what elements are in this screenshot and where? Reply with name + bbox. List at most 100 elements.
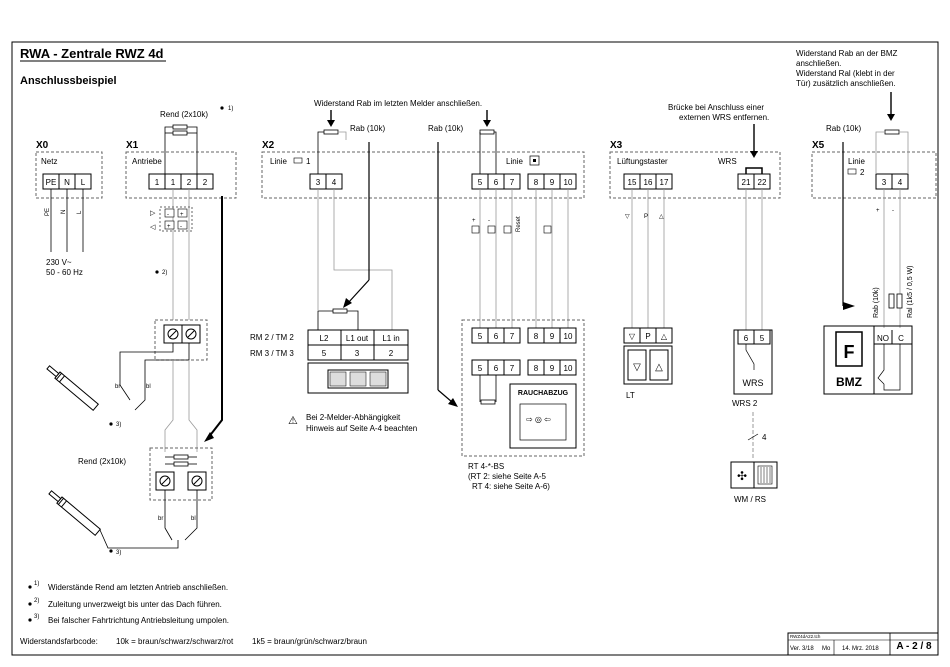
rt-terminals-top: 5 6 7 8 9 10 (471, 327, 577, 344)
color-code-1k5: 1k5 = braun/grün/schwarz/braun (252, 637, 367, 646)
rm-col-l1-out: L1 out (346, 334, 369, 343)
svg-text:◁: ◁ (150, 224, 156, 231)
x1-sup3b: 3) (116, 550, 121, 556)
rm-num-2: 2 (389, 349, 394, 358)
rab-last-note: Widerstand Rab im letzten Melder anschli… (314, 99, 482, 108)
x2-terminal-4: 4 (332, 178, 337, 187)
x2-minus: - (488, 218, 490, 224)
wrs-inner-label: WRS (743, 378, 764, 388)
x5-box (811, 151, 937, 199)
svg-text:△: △ (655, 362, 663, 373)
x2-terminal-5: 5 (478, 178, 483, 187)
rt-bottom-8: 8 (534, 364, 539, 373)
x0-terminals: PE N L (42, 173, 92, 190)
x2-linie1: Linie (270, 157, 287, 166)
page-subtitle: Anschlussbeispiel (20, 75, 117, 87)
x2-linie1-num: 1 (306, 157, 311, 166)
rt-bottom-7: 7 (510, 364, 515, 373)
rm-col-l2: L2 (320, 334, 329, 343)
x5-ral-vertical: Ral (1k5 / 0,5 W) (907, 265, 914, 318)
x5-terminal-4: 4 (898, 178, 903, 187)
x1-sup2: 2) (162, 270, 167, 276)
svg-text:+: + (180, 212, 184, 218)
x2-right-terminals: 5 6 7 8 9 10 (471, 173, 577, 190)
wrs-wire-count: 4 (762, 433, 767, 442)
titleblock-day: Mo (822, 646, 831, 652)
rend-1-resistors (164, 124, 198, 174)
wrs2-label: WRS 2 (732, 399, 758, 408)
x3-terminal-15: 15 (628, 178, 637, 187)
x5-terminals: 3 4 (875, 173, 909, 190)
x0-wire-pe: PE (45, 208, 51, 216)
svg-text:✣: ✣ (737, 469, 747, 483)
x3-wrs-label: WRS (718, 157, 737, 166)
rt-top-10: 10 (564, 332, 573, 341)
x2-terminal-6: 6 (494, 178, 499, 187)
hint-line-2: Hinweis auf Seite A-4 beachten (306, 424, 417, 433)
x2-left-terminals: 3 4 (309, 173, 343, 190)
x2-terminal-10: 10 (564, 178, 573, 187)
x0-terminal-n: N (64, 178, 70, 187)
wrs-box-5: 5 (760, 334, 765, 343)
rauchabzug-panel: RAUCHABZUG ⇨ ◎ ⇦ (509, 383, 577, 449)
svg-text:▽: ▽ (625, 214, 630, 220)
rt-top-9: 9 (550, 332, 555, 341)
title-block-frame (787, 632, 939, 656)
rt-top-6: 6 (494, 332, 499, 341)
actuator-2-icon (48, 490, 102, 536)
lt-button-icon: ▽ P △ ▽△ (623, 327, 673, 385)
rt-top-7: 7 (510, 332, 515, 341)
footnote-1: Widerstände Rend am letzten Antrieb ansc… (48, 583, 228, 592)
rend-2-resistors (165, 454, 197, 467)
footnote-3-sup: 3) (34, 614, 39, 620)
rt-note-2: RT 4: siehe Seite A-6) (472, 482, 550, 491)
x2-terminal-8: 8 (534, 178, 539, 187)
rend-1-label: Rend (2x10k) (160, 110, 208, 119)
bmz-no: NO (877, 334, 889, 343)
bmz-note-2: anschließen. (796, 59, 841, 68)
footnote-1-sup: 1) (34, 581, 39, 587)
svg-text:△: △ (659, 214, 664, 220)
smoke-detector-icon (307, 362, 409, 394)
svg-text:▽: ▽ (633, 362, 641, 373)
x1-sup3: 3) (116, 422, 121, 428)
wm-rs-label: WM / RS (734, 495, 766, 504)
x1-wire-bl2: bl (191, 516, 196, 522)
rt-bottom-10: 10 (564, 364, 573, 373)
x0-terminal-l: L (81, 178, 86, 187)
x1-wire-bl: bl (146, 384, 151, 390)
x0-wire-l: L (77, 210, 83, 214)
x5-plus: + (876, 208, 880, 214)
sheet-frame (11, 41, 939, 656)
titleblock-page: A - 2 / 8 (896, 641, 932, 652)
x1-terminal-2a: 2 (187, 178, 192, 187)
x3-wrs-terminals: 21 22 (737, 167, 771, 190)
x3-terminal-22: 22 (758, 178, 767, 187)
x3-id: X3 (610, 140, 623, 151)
x5-rab-vertical: Rab (10k) (873, 287, 880, 318)
rt-bottom-5: 5 (478, 364, 483, 373)
rab-x5: Rab (10k) (826, 124, 861, 133)
svg-text:▽: ▽ (629, 332, 636, 341)
x3-box (609, 151, 781, 199)
svg-text:+: + (167, 224, 171, 230)
x0-box (35, 151, 103, 199)
color-code-10k: 10k = braun/schwarz/schwarz/rot (116, 637, 234, 646)
x0-label: Netz (41, 157, 57, 166)
rt-top-8: 8 (534, 332, 539, 341)
x5-id: X5 (812, 140, 825, 151)
x1-terminal-2b: 2 (203, 178, 208, 187)
titleblock-version: Ver. 3/18 (790, 646, 814, 652)
x2-id: X2 (262, 140, 275, 151)
x3-terminal-17: 17 (660, 178, 669, 187)
bmz-note-1: Widerstand Rab an der BMZ (796, 49, 897, 58)
rt-bottom-9: 9 (550, 364, 555, 373)
x1-terminal-1b: 1 (171, 178, 176, 187)
rauchabzug-label: RAUCHABZUG (518, 390, 569, 397)
svg-text:-: - (180, 224, 182, 230)
bmz-note-4: Tür) zusätzlich anschließen. (796, 79, 896, 88)
rm-col-l1-in: L1 in (382, 334, 399, 343)
x3-lt-terminals: 15 16 17 (623, 173, 673, 190)
